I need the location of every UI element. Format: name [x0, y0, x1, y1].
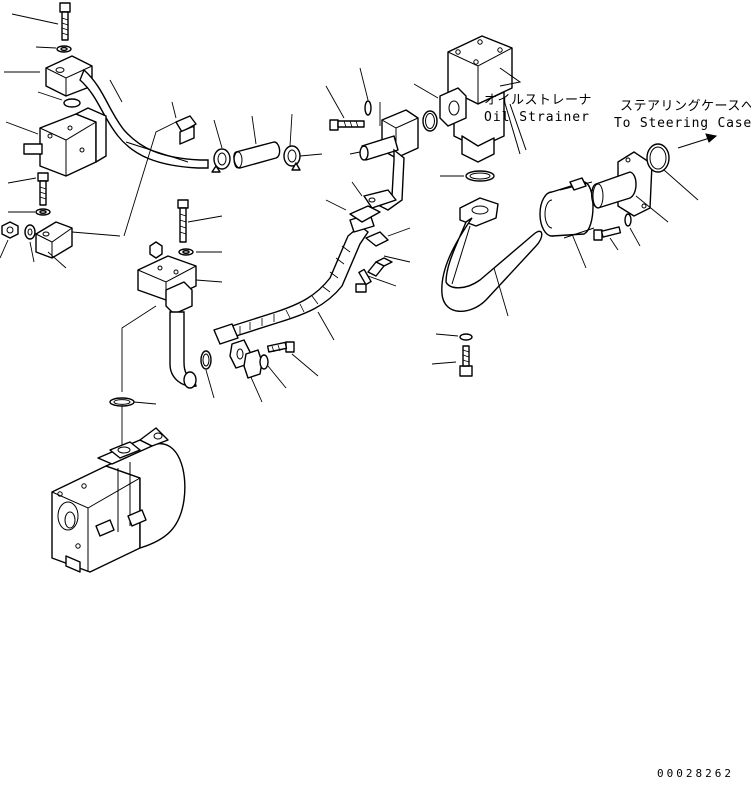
nut-left — [0, 221, 19, 259]
pipe-manifold-down — [169, 311, 197, 389]
elbow-fitting-left — [171, 101, 197, 145]
o-ring-small-left — [37, 91, 81, 108]
bolt-manifold-top — [177, 199, 223, 243]
washer-manifold — [178, 248, 222, 256]
bolt-coupling — [593, 226, 622, 251]
leader-manifold-to-pump — [121, 305, 157, 392]
o-ring-hose-end — [200, 350, 215, 399]
o-ring-strainer-bottom — [440, 170, 495, 182]
flange-tube-right — [441, 197, 543, 317]
plug-center — [367, 255, 411, 277]
arrow-to-steering — [677, 133, 718, 149]
bolt-right-bottom — [431, 345, 473, 377]
drawing-number: 00028262 — [657, 767, 734, 780]
o-ring-strainer-left — [422, 110, 438, 132]
small-gear-pump-left — [5, 107, 107, 177]
rubber-hose-sleeve — [233, 115, 281, 169]
washer-left-low — [24, 224, 36, 263]
bolt-center-right — [355, 268, 397, 293]
washer-center-top — [359, 67, 372, 116]
washer-top-left — [35, 45, 72, 53]
flange-center — [351, 181, 397, 209]
connector-center — [365, 227, 411, 247]
coupling-clamp-right — [539, 177, 595, 269]
washer-left-mid — [8, 208, 51, 216]
washer-hose-bottom — [259, 354, 287, 389]
o-ring-pump — [109, 397, 157, 448]
o-ring-steering — [646, 143, 699, 201]
washer-right-bottom — [435, 333, 473, 341]
bolt-top-left — [11, 2, 71, 41]
bolt-center-top — [325, 85, 365, 131]
bolt-left-mid — [7, 172, 49, 206]
hose-clamp-1 — [211, 119, 231, 173]
elbow-pipe-center — [349, 102, 419, 211]
flange-block-top-left — [4, 55, 93, 97]
flange-center-mid — [325, 199, 381, 223]
flange-pipe-steering — [591, 151, 669, 223]
washer-coupling — [624, 213, 641, 247]
valve-manifold-block — [137, 255, 223, 315]
split-flange-2 — [243, 349, 263, 379]
bolt-hose-bottom — [266, 341, 319, 377]
long-hose-center — [213, 213, 375, 345]
steering-case-label-en: To Steering Case — [614, 116, 751, 131]
oil-strainer-label-jp: オイルストレーナ — [484, 93, 593, 108]
steering-case-label-jp: ステアリングケースへ — [620, 99, 751, 114]
main-hydraulic-pump — [51, 427, 186, 573]
bracket-clamp-left — [35, 221, 121, 269]
leader-hose-to-bracket — [123, 121, 177, 237]
oil-strainer — [413, 35, 527, 163]
plug-manifold — [149, 241, 163, 259]
hose-clamp-2 — [283, 113, 323, 171]
oil-strainer-label-en: Oil Strainer — [484, 110, 590, 125]
